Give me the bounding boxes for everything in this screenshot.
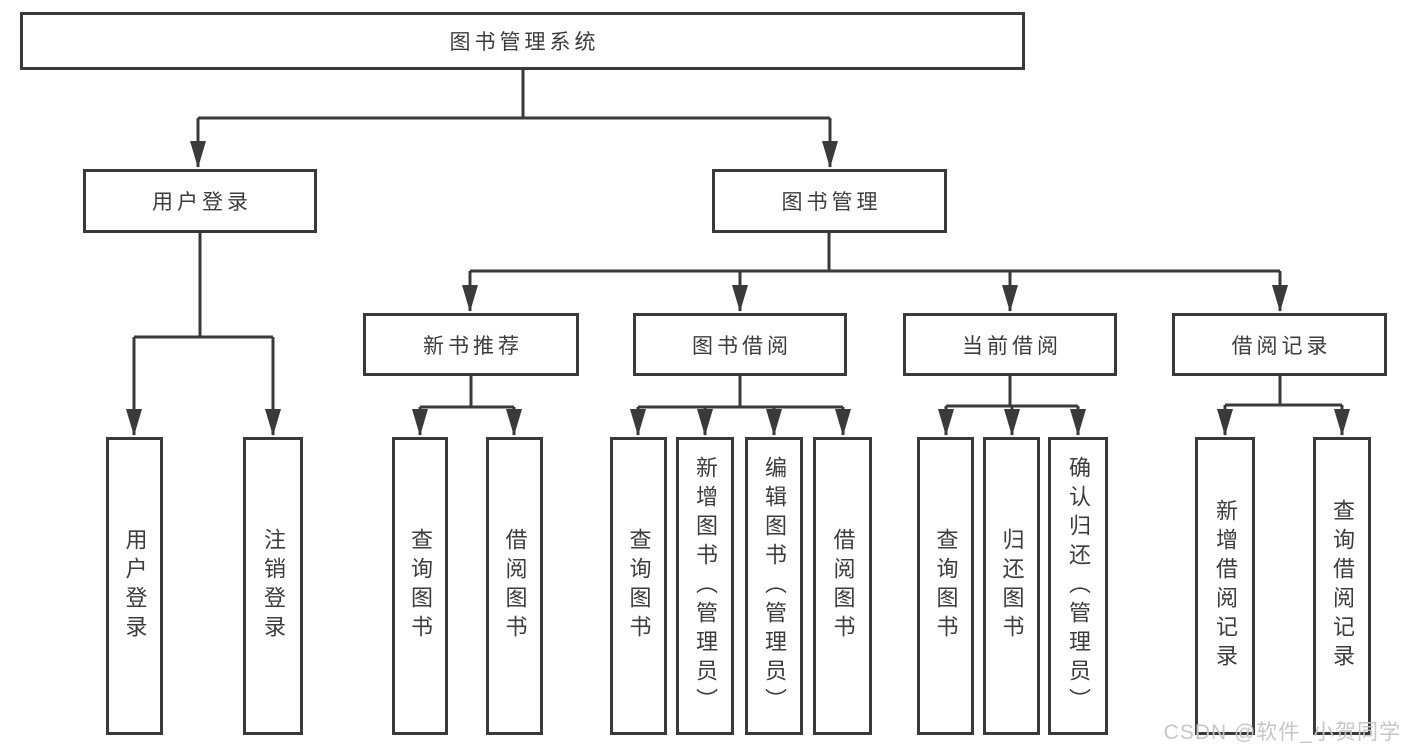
leaf-logout: 注销登录 xyxy=(243,437,303,735)
leaf-user-login: 用户登录 xyxy=(106,437,163,735)
leaf-query-books-borrowing: 查询图书 xyxy=(610,437,667,735)
arrow-down-icon xyxy=(1334,409,1350,436)
node-label: 新书推荐 xyxy=(423,334,523,358)
connector-lines xyxy=(132,70,1344,435)
node-label: 用户登录 xyxy=(152,191,252,214)
leaf-query-borrow-record: 查询借阅记录 xyxy=(1313,437,1371,735)
arrow-down-icon xyxy=(766,409,782,436)
leaf-query-books-recommend: 查询图书 xyxy=(392,437,448,735)
node-label: 查询借阅记录 xyxy=(1330,499,1355,673)
arrowhead-icons xyxy=(126,141,1350,436)
leaf-query-books-current: 查询图书 xyxy=(917,437,974,735)
arrow-down-icon xyxy=(630,409,646,436)
leaf-add-books-admin: 新增图书（管理员） xyxy=(676,437,734,735)
node-library-management-system: 图书管理系统 xyxy=(20,12,1025,70)
arrow-down-icon xyxy=(190,141,206,168)
node-label: 借阅记录 xyxy=(1231,334,1332,358)
node-current-borrowing: 当前借阅 xyxy=(903,313,1117,376)
node-label: 归还图书 xyxy=(999,528,1025,644)
node-label: 用户登录 xyxy=(122,528,148,644)
arrow-down-icon xyxy=(1004,409,1020,436)
node-label: 图书管理 xyxy=(781,191,882,214)
node-borrowing-records: 借阅记录 xyxy=(1172,313,1387,376)
leaf-borrow-books-borrowing: 借阅图书 xyxy=(813,437,872,735)
node-label: 查询图书 xyxy=(626,528,652,644)
node-label: 图书借阅 xyxy=(692,334,792,358)
node-label: 新增图书（管理员） xyxy=(693,455,718,717)
node-label: 注销登录 xyxy=(261,528,286,644)
arrow-down-icon xyxy=(697,409,713,436)
leaf-borrow-books-recommend: 借阅图书 xyxy=(486,437,543,735)
arrow-down-icon xyxy=(822,141,838,168)
node-label: 借阅图书 xyxy=(830,528,856,644)
arrow-down-icon xyxy=(938,409,954,436)
arrow-down-icon xyxy=(412,409,428,436)
node-label: 查询图书 xyxy=(933,528,959,644)
csdn-watermark: CSDN @软件_小贺同学 xyxy=(1163,721,1401,744)
arrow-down-icon xyxy=(1070,409,1086,436)
arrow-down-icon xyxy=(835,409,851,436)
arrow-down-icon xyxy=(732,285,748,312)
node-label: 确认归还（管理员） xyxy=(1066,455,1091,717)
arrow-down-icon xyxy=(506,409,522,436)
node-label: 编辑图书（管理员） xyxy=(762,455,787,717)
leaf-edit-books-admin: 编辑图书（管理员） xyxy=(745,437,803,735)
arrow-down-icon xyxy=(1002,285,1018,312)
node-label: 新增借阅记录 xyxy=(1213,499,1238,673)
node-label: 借阅图书 xyxy=(502,528,528,644)
node-label: 查询图书 xyxy=(408,528,433,644)
node-user-login-branch: 用户登录 xyxy=(83,169,317,233)
arrow-down-icon xyxy=(1272,285,1288,312)
arrow-down-icon xyxy=(126,409,142,436)
leaf-return-books: 归还图书 xyxy=(983,437,1040,735)
leaf-confirm-return-admin: 确认归还（管理员） xyxy=(1048,437,1108,735)
arrow-down-icon xyxy=(265,409,281,436)
node-book-management-branch: 图书管理 xyxy=(712,169,947,233)
node-label: 当前借阅 xyxy=(962,334,1062,358)
node-label: 图书管理系统 xyxy=(449,31,600,54)
node-book-borrowing: 图书借阅 xyxy=(633,313,847,376)
node-new-book-recommendation: 新书推荐 xyxy=(363,313,579,376)
leaf-add-borrow-record: 新增借阅记录 xyxy=(1195,437,1255,735)
arrow-down-icon xyxy=(1217,409,1233,436)
arrow-down-icon xyxy=(462,285,478,312)
